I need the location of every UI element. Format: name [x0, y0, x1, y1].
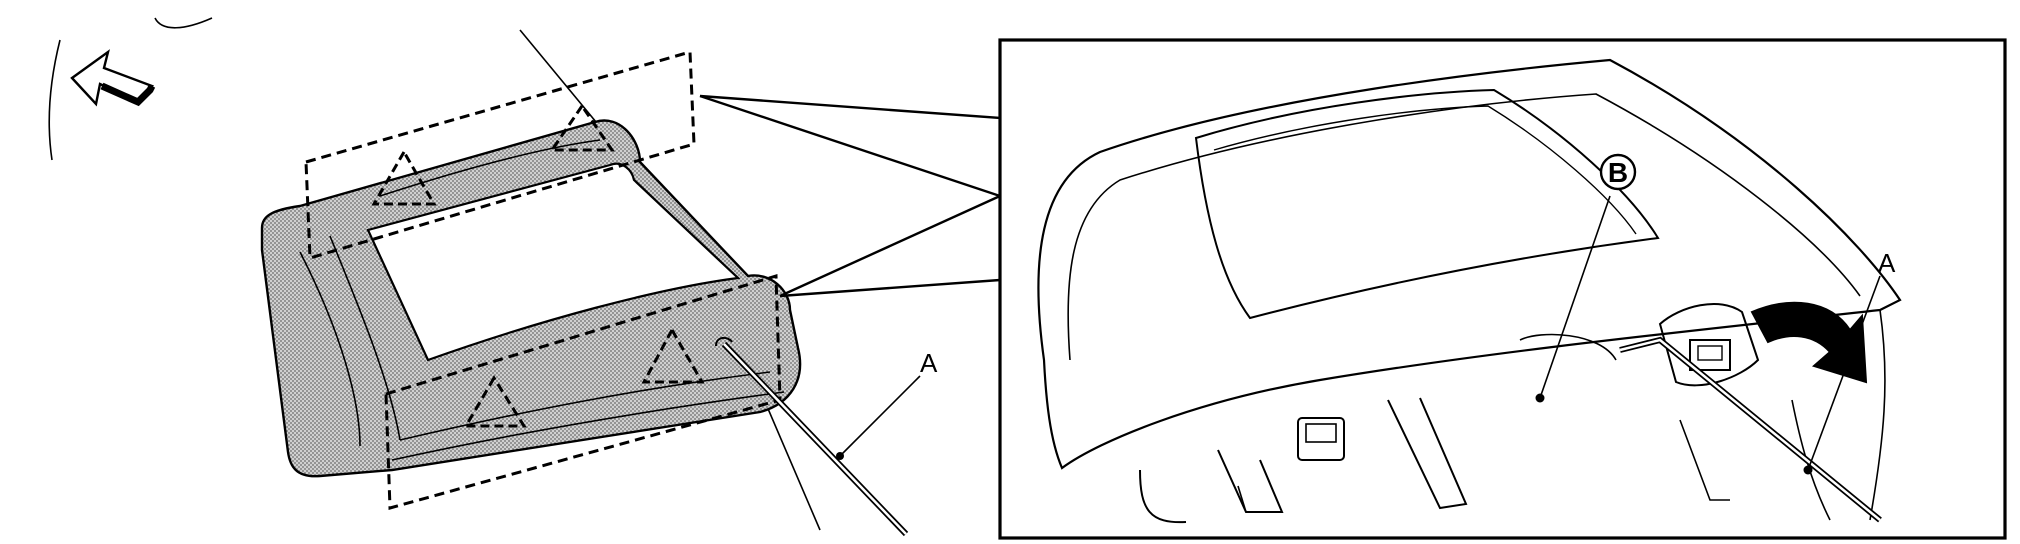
console-upper-rim	[379, 139, 601, 197]
clip-boss	[1658, 303, 1760, 387]
trim-edge-line	[48, 39, 61, 161]
bracket-center	[1519, 333, 1617, 361]
callout-a-left-leader	[839, 375, 921, 457]
connector-right-inner	[1697, 345, 1723, 361]
caution-triangle-icon	[641, 326, 705, 384]
callout-b-label: B	[1608, 157, 1628, 188]
bracket-right	[1679, 419, 1730, 501]
pillar-line	[759, 389, 821, 531]
callout-b-leader	[1539, 195, 1611, 399]
connector-left	[1297, 417, 1345, 461]
caution-triangle-icon	[371, 148, 437, 206]
callout-a-left-dot	[836, 452, 844, 460]
connector-right	[1689, 339, 1731, 371]
callout-b-dot	[1535, 393, 1545, 403]
trim-tool-left	[715, 336, 909, 537]
front-direction-arrow-icon	[70, 49, 156, 107]
zoom-guide-upper-2	[699, 94, 1001, 198]
callout-b-circle	[1599, 153, 1637, 191]
console-inner-line-2	[329, 235, 401, 441]
lamp-lens-window	[1194, 88, 1660, 320]
bracket-middle	[1387, 397, 1468, 510]
zoom-guide-lower	[779, 194, 1001, 298]
callout-a-right-leader	[1807, 275, 1881, 471]
console-inner-line	[299, 251, 361, 447]
harness-wire	[1139, 469, 1187, 524]
caution-triangle-icon	[463, 375, 527, 428]
trim-curve	[154, 17, 213, 29]
callout-a-right-dot	[1803, 465, 1813, 475]
lamp-housing-outer	[1037, 58, 1902, 470]
connector-left-inner	[1305, 423, 1337, 443]
trim-tool-right	[1619, 336, 1882, 523]
lamp-lens-window-inner	[1213, 105, 1637, 235]
callout-a-left-label: A	[920, 348, 938, 378]
detail-view	[998, 38, 2007, 540]
console-lower-rim	[399, 371, 771, 441]
detail-frame	[998, 38, 2007, 540]
bracket-left	[1217, 449, 1284, 513]
bracket-left-2	[1237, 485, 1247, 513]
body-line-right	[1869, 309, 1886, 521]
lamp-housing-inner	[1067, 93, 1861, 361]
overview-illustration	[48, 17, 1002, 537]
callout-a-right-label: A	[1878, 248, 1896, 278]
rotation-arrow-icon	[1750, 301, 1868, 384]
zoom-guide-lower-2	[779, 278, 1001, 298]
zoom-guide-upper	[699, 94, 1002, 120]
console-lower-rim-2	[391, 391, 785, 461]
